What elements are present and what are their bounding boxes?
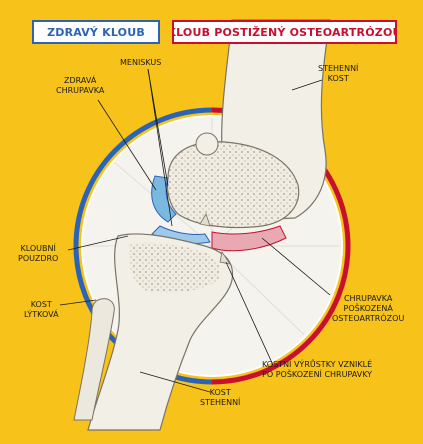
label-femur-top: STEHENNÍ KOST bbox=[318, 64, 358, 84]
label-joint-capsule-line1: KLOUBNÍ bbox=[20, 244, 56, 253]
label-healthy-cartilage-line2: CHRUPAVKA bbox=[56, 86, 105, 95]
label-damaged-cartilage-line1: CHRUPAVKA bbox=[343, 294, 393, 303]
label-damaged-cartilage-line2: POŠKOZENÁ bbox=[343, 304, 393, 313]
patella-shape bbox=[195, 132, 219, 156]
label-fibula-line1: KOST bbox=[30, 300, 52, 309]
osteophyte-spur bbox=[199, 213, 231, 265]
label-joint-capsule: KLOUBNÍ POUZDRO bbox=[18, 244, 58, 264]
label-femur-top-line2: KOST bbox=[327, 74, 349, 83]
label-damaged-cartilage: CHRUPAVKA POŠKOZENÁ OSTEOARTRÓZOU bbox=[332, 294, 404, 324]
label-femur-top-line1: STEHENNÍ bbox=[318, 64, 359, 73]
healthy-joint-banner: ZDRAVÝ KLOUB bbox=[32, 20, 160, 44]
osteoarthritis-joint-banner: KLOUB POSTIŽENÝ OSTEOARTRÓZOU bbox=[172, 20, 397, 44]
label-femur-bottom: KOST STEHENNÍ bbox=[200, 388, 240, 408]
label-fibula-line2: LÝTKOVÁ bbox=[24, 310, 59, 319]
label-femur-bottom-line2: STEHENNÍ bbox=[200, 398, 241, 407]
label-meniscus: MENISKUS bbox=[120, 58, 161, 68]
tibia-head-spongy bbox=[128, 242, 220, 293]
label-femur-bottom-line1: KOST bbox=[209, 388, 231, 397]
label-osteophytes-line1: KOSTNÍ VÝRŮSTKY VZNIKLÉ bbox=[262, 360, 373, 369]
label-damaged-cartilage-line3: OSTEOARTRÓZOU bbox=[332, 314, 405, 323]
label-healthy-cartilage-line1: ZDRAVÁ bbox=[64, 76, 97, 85]
damaged-cartilage-shape bbox=[211, 225, 287, 252]
fibula-shape bbox=[73, 298, 115, 421]
label-meniscus-text: MENISKUS bbox=[120, 58, 162, 67]
label-joint-capsule-line2: POUZDRO bbox=[18, 254, 59, 263]
label-osteophytes: KOSTNÍ VÝRŮSTKY VZNIKLÉ PO POŠKOZENÍ CHR… bbox=[262, 360, 372, 380]
label-fibula: KOST LÝTKOVÁ bbox=[24, 300, 59, 320]
leader-lines bbox=[59, 68, 331, 393]
label-healthy-cartilage: ZDRAVÁ CHRUPAVKA bbox=[56, 76, 104, 96]
label-osteophytes-line2: PO POŠKOZENÍ CHRUPAVKY bbox=[262, 370, 373, 379]
